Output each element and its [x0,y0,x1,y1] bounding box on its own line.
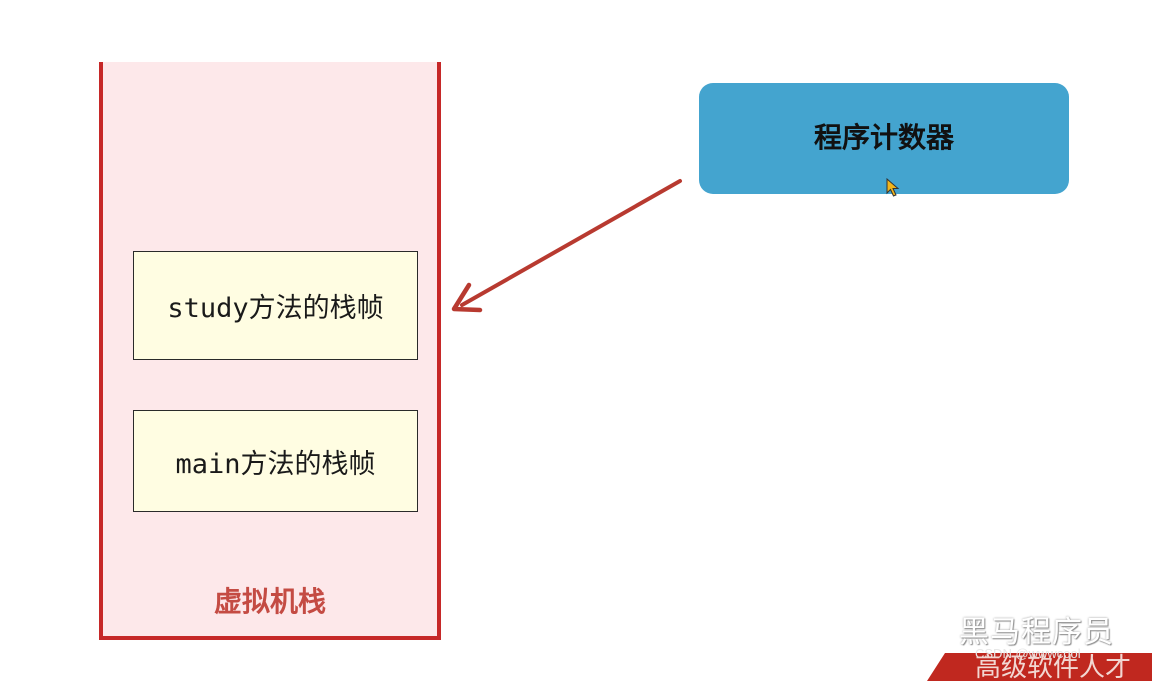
watermark-band [927,653,1152,681]
stack-frame-main-label: main方法的栈帧 [175,448,376,480]
pointer-arrow-line [460,179,682,307]
watermark: 黑马程序员 CSDN @wwwcool 高级软件人才 [927,593,1152,681]
watermark-bottom-text: 高级软件人才 [975,653,1132,681]
program-counter-label: 程序计数器 [813,120,954,154]
pointer-arrow-head [451,282,483,313]
jvm-stack-label: 虚拟机栈 [213,585,326,618]
mouse-cursor-icon [886,178,900,197]
program-counter-box: 程序计数器 [699,83,1069,194]
stack-frame-study-label: study方法的栈帧 [167,293,384,324]
watermark-csdn-text: CSDN @wwwcool [975,646,1081,661]
stack-frame-study: study方法的栈帧 [133,251,418,360]
watermark-top-text: 黑马程序员 [959,615,1114,650]
stack-frame-main: main方法的栈帧 [133,410,418,512]
